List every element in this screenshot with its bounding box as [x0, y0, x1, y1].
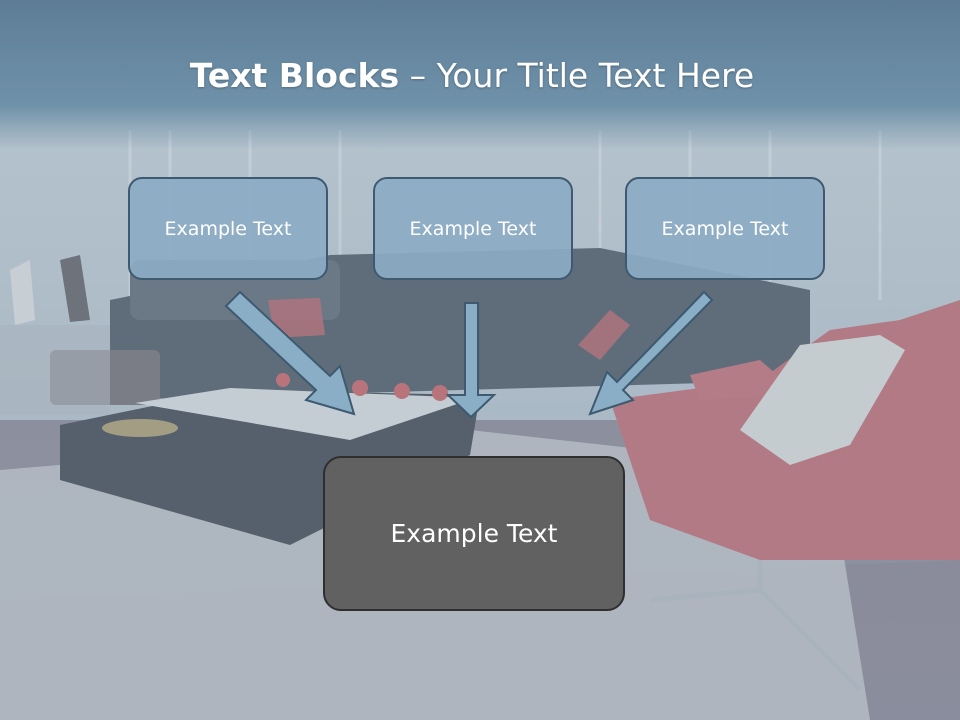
arrow-left [224, 290, 356, 416]
text-block-3[interactable]: Example Text [625, 177, 825, 280]
text-block-result[interactable]: Example Text [323, 456, 625, 611]
header-band [0, 0, 960, 150]
text-block-2[interactable]: Example Text [373, 177, 573, 280]
slide-title: Text Blocks – Your Title Text Here [0, 56, 944, 96]
arrow-right [588, 290, 714, 416]
text-block-1-label: Example Text [164, 217, 292, 240]
text-block-2-label: Example Text [409, 217, 537, 240]
title-dash: – [399, 56, 437, 95]
arrow-center [445, 302, 497, 419]
text-block-3-label: Example Text [661, 217, 789, 240]
title-rest: Your Title Text Here [436, 56, 755, 95]
text-block-result-label: Example Text [390, 519, 558, 548]
title-bold: Text Blocks [189, 56, 400, 95]
text-block-1[interactable]: Example Text [128, 177, 328, 280]
